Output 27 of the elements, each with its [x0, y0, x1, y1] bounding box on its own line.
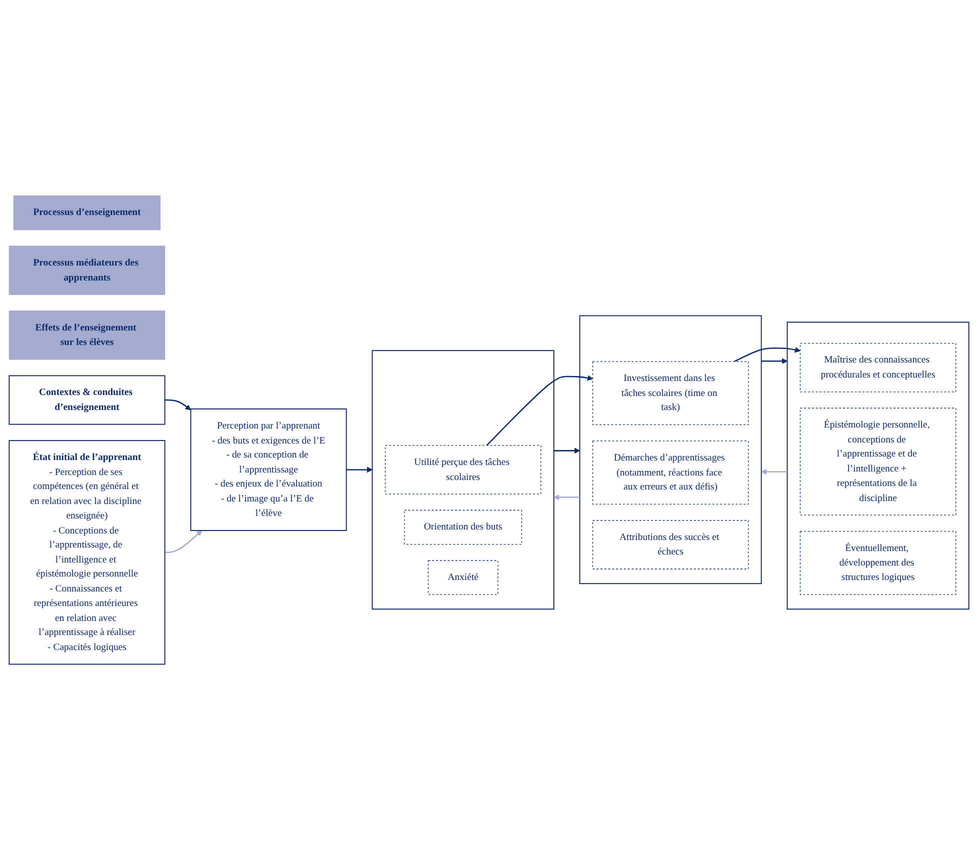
cluster: [372, 350, 554, 610]
arrow: [734, 347, 800, 362]
arrow: [761, 468, 788, 475]
arrow: [554, 448, 580, 454]
node-box: État initial de l’apprenant - Perception de ses compétences (en général et en relation avec la discipline enseignée) - Conceptions de l’apprentissage, de l’intelligence et épistémologie personnelle - Connaissances et représentations antérieures en relation avec l’apprentissage à réaliser - Capacités logiques: [8, 440, 166, 665]
node-box: Investissement dans les tâches scolaires (time on task): [592, 361, 749, 426]
node-box: Processus médiateurs des apprenants: [8, 246, 166, 295]
node-box: Maîtrise des connaissances procédurales et conceptuelles: [800, 342, 956, 392]
node-box: Perception par l’apprenant - des buts et exigences de l’E - de sa conception de l’apprentissage - des enjeux de l’évaluation - de l’image qu’a l’E de l’élève: [190, 408, 347, 531]
node-box: Orientation des buts: [404, 510, 522, 545]
node-box: Éventuellement, développement des structures logiques: [800, 530, 956, 595]
arrow: [346, 466, 373, 473]
cluster: [579, 315, 762, 584]
node-box: Utilité perçue des tâches scolaires: [384, 445, 542, 494]
node-box: Contextes & conduites d’enseignement: [8, 375, 166, 425]
node-box: Épistémologie personnelle, conceptions de l’apprentissage et de l’intelligence + représentations de la discipline: [800, 408, 956, 516]
arrow: [164, 399, 191, 410]
arrow: [761, 358, 788, 364]
arrow: [554, 494, 580, 500]
node-box: Effets de l’enseignement sur les élèves: [8, 310, 166, 360]
arrow: [164, 530, 202, 554]
cluster: [786, 322, 970, 610]
arrow: [486, 375, 593, 446]
node-box: Attributions des succès et échecs: [592, 520, 749, 570]
node-box: Processus d’enseignement: [13, 195, 161, 230]
node-box: Démarches d’apprentissages (notamment, réactions face aux erreurs et aux défis): [592, 440, 749, 504]
node-box: Anxiété: [428, 560, 498, 595]
